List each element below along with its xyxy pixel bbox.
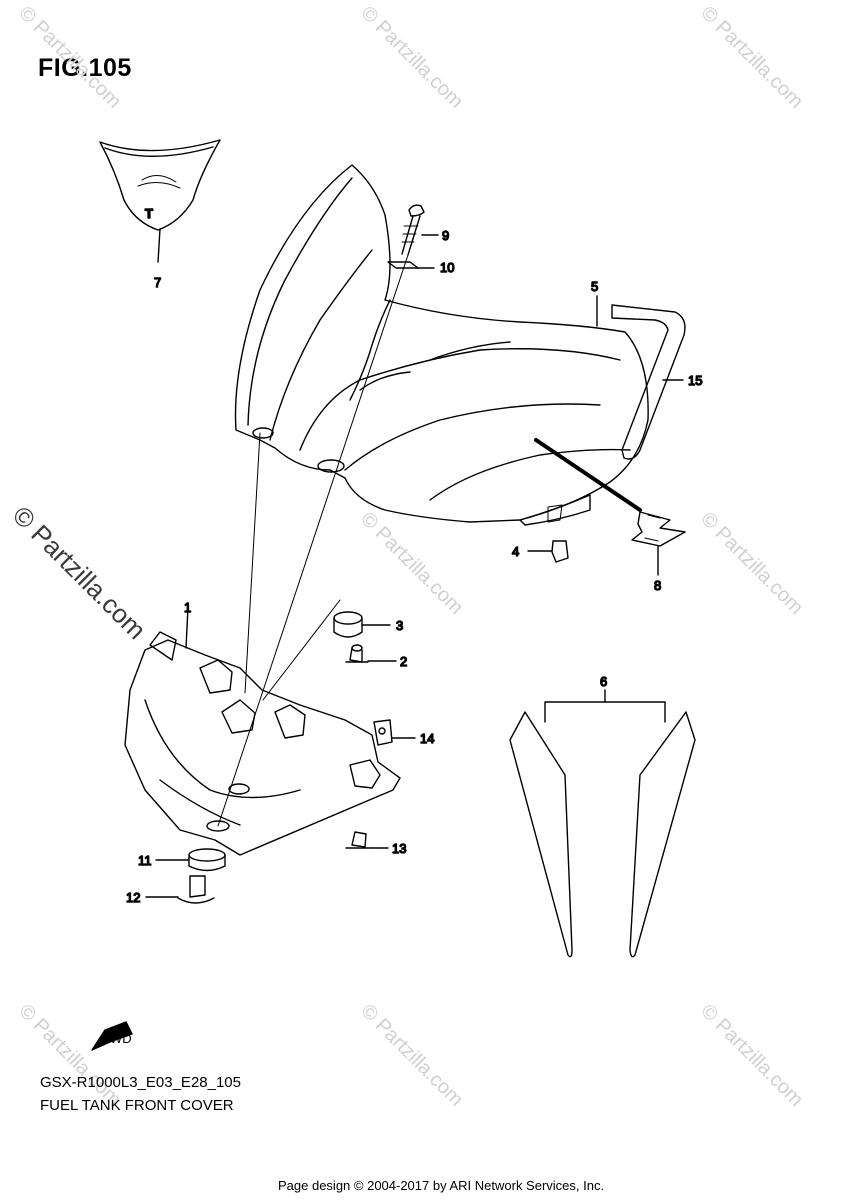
guide-line (262, 599, 341, 701)
callout-4: 4 (512, 544, 519, 559)
part-6-stripes (509, 689, 696, 958)
callout-15: 15 (688, 373, 702, 388)
part-8-emblem (631, 511, 686, 576)
callout-6: 6 (600, 674, 607, 689)
decal-letter: T (145, 206, 153, 221)
callout-10: 10 (440, 260, 454, 275)
callout-9: 9 (442, 228, 449, 243)
part-9-screw (401, 204, 439, 256)
callout-2: 2 (400, 654, 407, 669)
callout-8: 8 (654, 578, 661, 593)
part-2-collar (345, 644, 397, 663)
callout-3: 3 (396, 618, 403, 633)
callout-14: 14 (420, 731, 434, 746)
fwd-label: FWD (102, 1031, 132, 1046)
diagram-code: GSX-R1000L3_E03_E28_105 (40, 1074, 241, 1091)
figure-title: FIG.105 (38, 54, 132, 82)
part-3-grommet (333, 611, 391, 638)
part-15-strip (611, 304, 686, 460)
fwd-arrow-icon: FWD (91, 1021, 133, 1051)
part-10-washer (387, 261, 435, 269)
guide-line (217, 254, 409, 827)
part-7-decal (99, 139, 221, 263)
part-13-collar (345, 831, 389, 849)
callout-5: 5 (591, 279, 598, 294)
part-11-grommet (155, 848, 226, 872)
page-credits: Page design © 2004-2017 by ARI Network S… (278, 1178, 605, 1193)
part-1-bracket (124, 606, 401, 856)
callout-1: 1 (184, 600, 191, 615)
callout-13: 13 (392, 841, 406, 856)
guide-line (244, 432, 261, 694)
callout-11: 11 (138, 853, 152, 868)
callout-12: 12 (126, 890, 140, 905)
part-5-front-cover (234, 164, 649, 526)
part-12-collar (145, 875, 215, 904)
part-4-clip (527, 540, 569, 563)
callout-7: 7 (154, 275, 161, 290)
diagram-name: FUEL TANK FRONT COVER (40, 1097, 234, 1114)
part-14-nut (373, 719, 416, 746)
